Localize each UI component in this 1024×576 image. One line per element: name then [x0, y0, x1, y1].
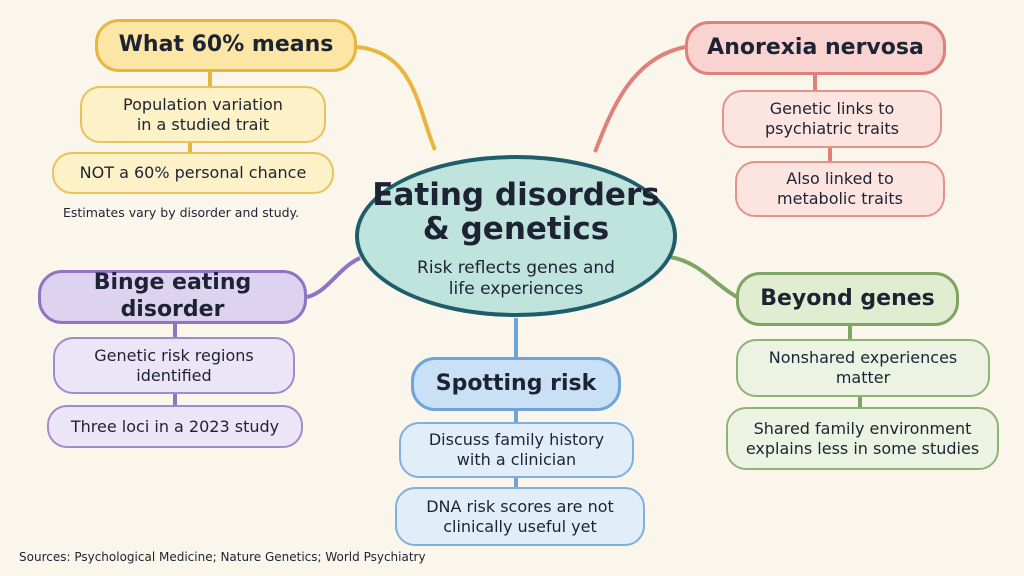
leaf-metabolic-traits: Also linked to metabolic traits: [735, 161, 945, 217]
branch-binge-eating-disorder: Binge eating disorder: [38, 270, 307, 324]
branch-spotting-risk: Spotting risk: [411, 357, 621, 411]
leaf-population-variation: Population variation in a studied trait: [80, 86, 326, 143]
sources-footer: Sources: Psychological Medicine; Nature …: [19, 550, 426, 564]
leaf-shared-family-environment: Shared family environment explains less …: [726, 407, 999, 470]
center-title: Eating disorders & genetics: [372, 176, 660, 247]
branch-anorexia-nervosa: Anorexia nervosa: [685, 21, 946, 75]
connector-center-anorexia: [593, 45, 686, 153]
center-subtitle: Risk reflects genes and life experiences: [417, 257, 615, 300]
leaf-three-loci: Three loci in a 2023 study: [47, 405, 303, 448]
leaf-dna-risk-scores: DNA risk scores are not clinically usefu…: [395, 487, 645, 546]
connector-center-binge: [306, 256, 361, 299]
leaf-psychiatric-traits: Genetic links to psychiatric traits: [722, 90, 942, 148]
branch-beyond-genes: Beyond genes: [736, 272, 959, 326]
connector-center-what-60: [356, 45, 437, 151]
note-estimates-vary: Estimates vary by disorder and study.: [63, 205, 300, 220]
leaf-nonshared-experiences: Nonshared experiences matter: [736, 339, 990, 397]
leaf-genetic-risk-regions: Genetic risk regions identified: [53, 337, 295, 394]
leaf-not-personal-chance: NOT a 60% personal chance: [52, 152, 334, 194]
connector-center-beyond: [669, 255, 738, 299]
branch-what-60-means: What 60% means: [95, 19, 357, 72]
center-node: Eating disorders & genetics Risk reflect…: [355, 155, 677, 317]
leaf-discuss-family-history: Discuss family history with a clinician: [399, 422, 634, 478]
